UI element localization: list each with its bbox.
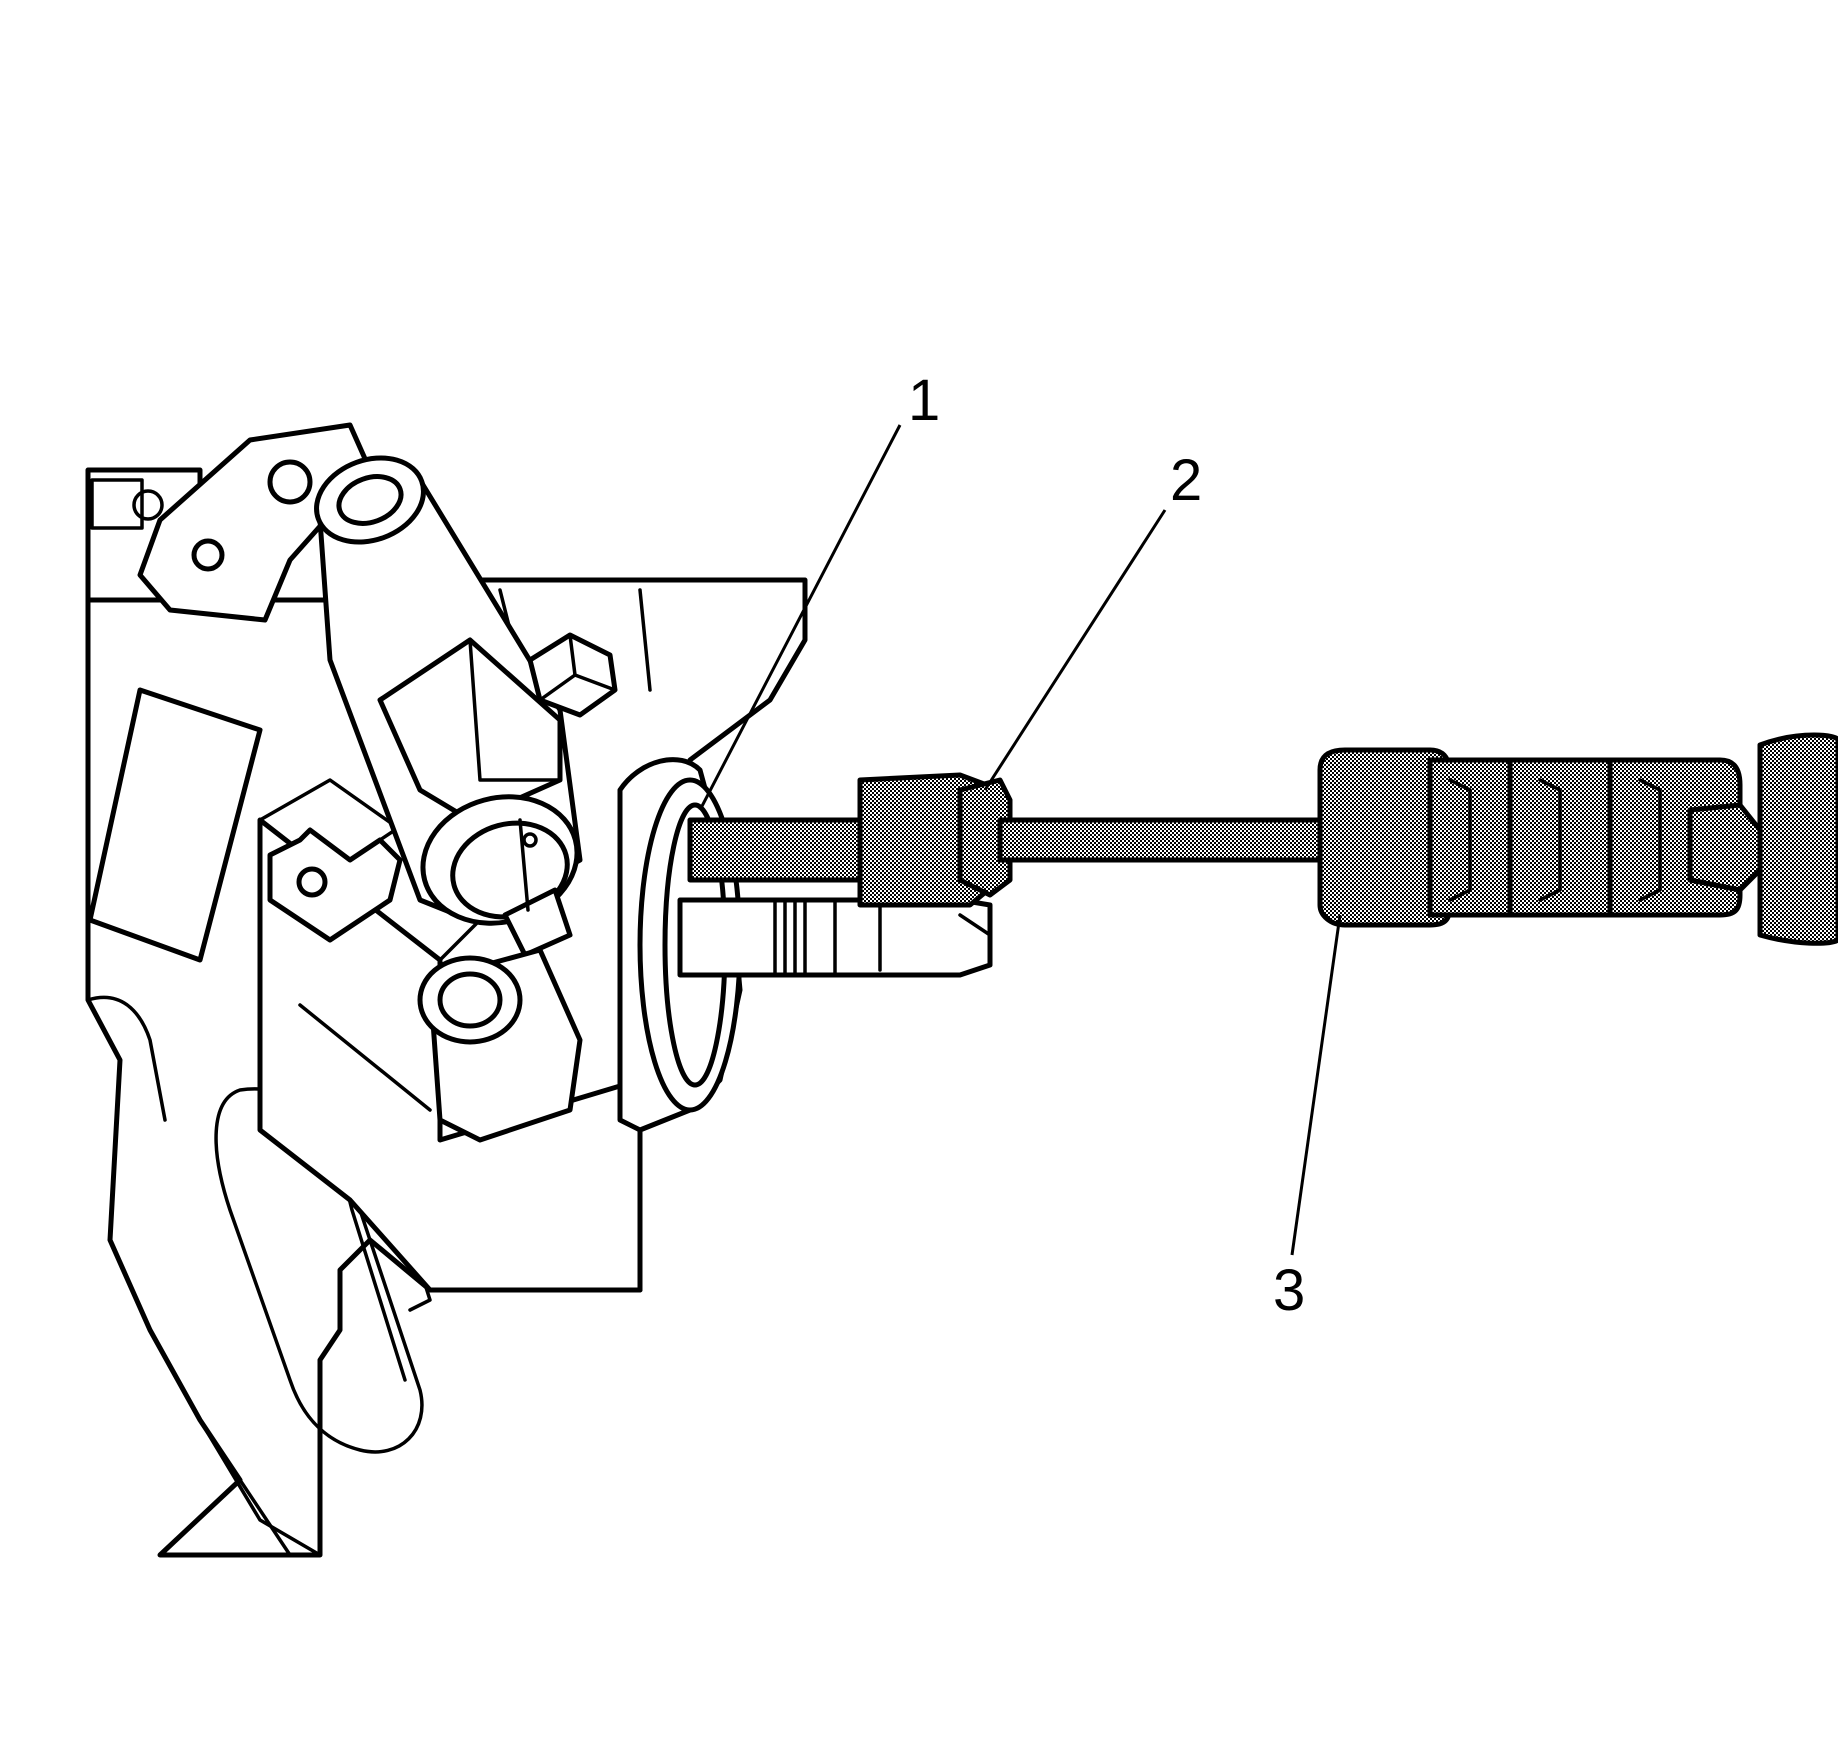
pivot-plate (137, 422, 373, 623)
shaft-assembly (677, 732, 1838, 978)
callouts: 1 2 3 (908, 368, 1305, 1323)
sensor-sleeve (314, 455, 583, 958)
leader-line-1 (698, 424, 902, 811)
leader-line-2 (983, 509, 1167, 791)
callout-1: 1 (908, 368, 940, 433)
leader-line-3 (1290, 914, 1342, 1256)
lower-boss (417, 947, 583, 1143)
callout-3: 3 (1273, 1258, 1305, 1323)
callout-2: 2 (1170, 448, 1202, 513)
bolt-head (527, 632, 618, 718)
leader-lines (698, 424, 1342, 1256)
